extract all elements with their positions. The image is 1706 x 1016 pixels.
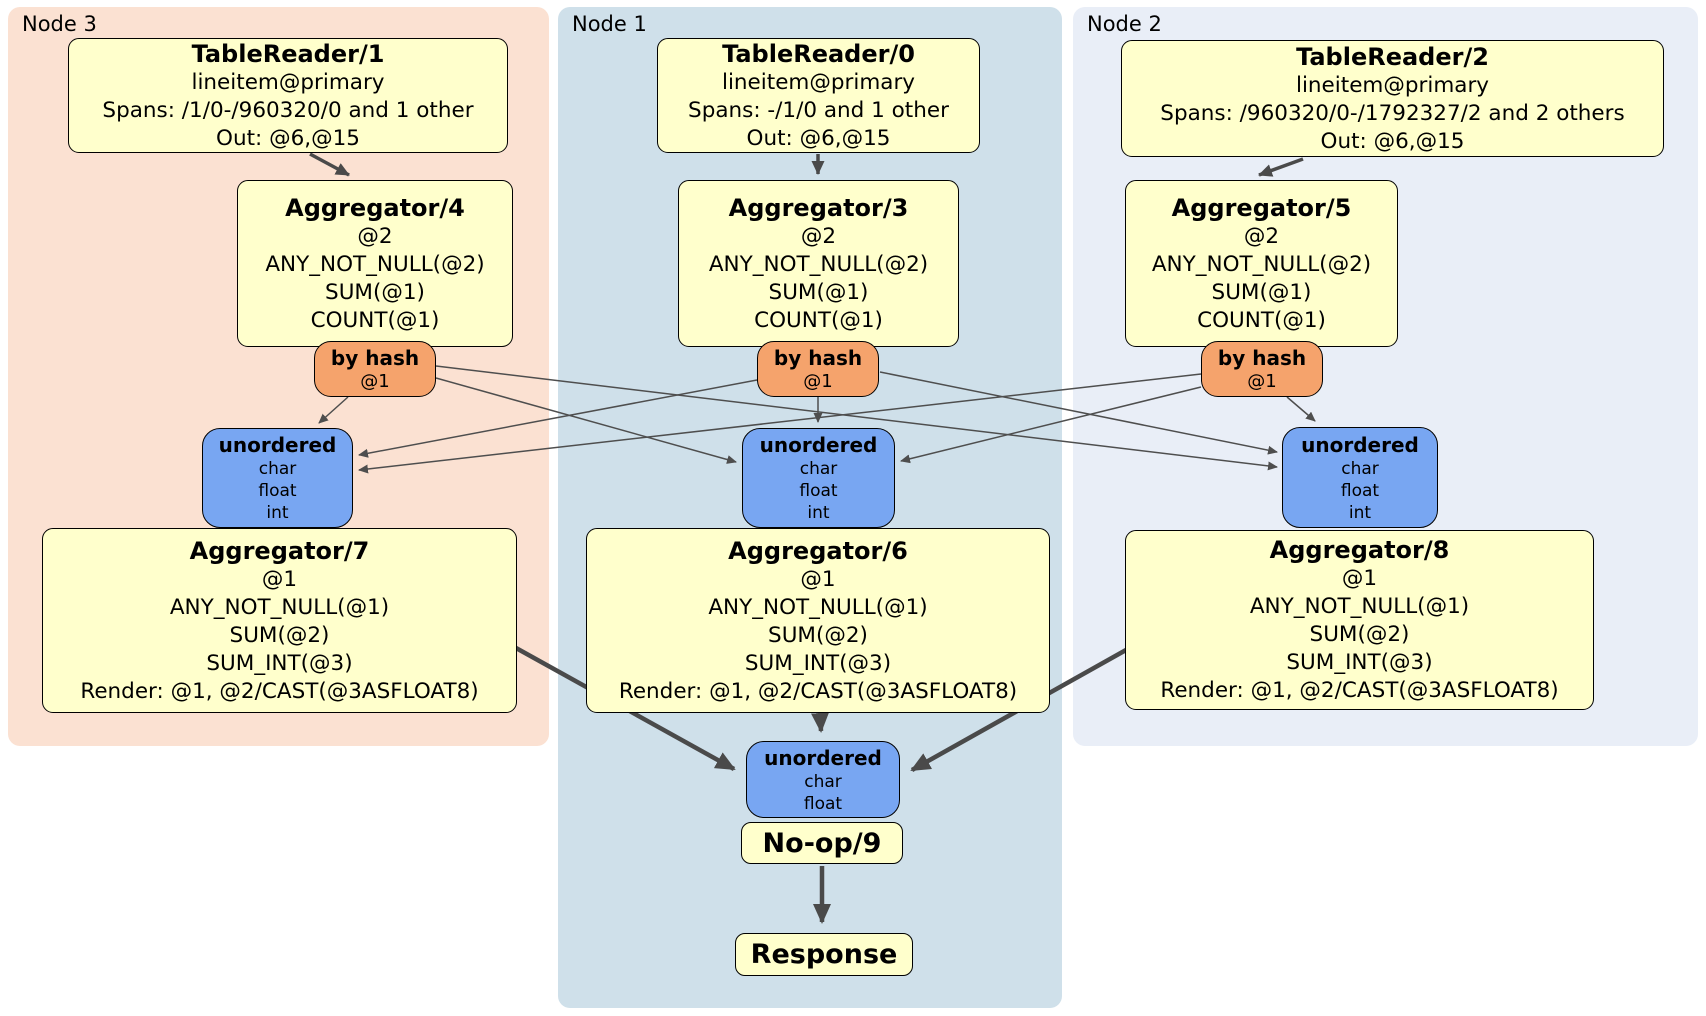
processor-detail: SUM(@1)	[768, 279, 869, 305]
processor-detail: @2	[357, 223, 393, 249]
processor-detail: SUM(@1)	[1211, 279, 1312, 305]
processor-title: Aggregator/5	[1171, 193, 1352, 222]
processor-title: Aggregator/4	[285, 193, 465, 222]
processor-detail: SUM(@1)	[325, 279, 425, 305]
processor-detail: Spans: /1/0-/960320/0 and 1 other	[102, 97, 474, 123]
router-detail: @1	[1247, 370, 1277, 392]
processor-detail: @2	[800, 223, 837, 249]
processor-aggregator-3: Aggregator/3 @2 ANY_NOT_NULL(@2) SUM(@1)…	[678, 180, 959, 347]
processor-detail: Spans: /960320/0-/1792327/2 and 2 others	[1160, 100, 1625, 126]
processor-detail: @1	[800, 566, 836, 592]
processor-title: Aggregator/8	[1269, 536, 1450, 564]
processor-noop-9: No-op/9	[741, 822, 903, 864]
processor-detail: ANY_NOT_NULL(@1)	[1249, 594, 1470, 619]
processor-detail: @2	[1243, 223, 1280, 249]
sync-item: float	[1340, 480, 1380, 501]
processor-tablereader-0: TableReader/0 lineitem@primary Spans: -/…	[657, 38, 980, 153]
sync-item: float	[803, 793, 843, 814]
processor-title: Aggregator/6	[728, 536, 908, 565]
sync-title: unordered	[1301, 432, 1419, 457]
processor-aggregator-5: Aggregator/5 @2 ANY_NOT_NULL(@2) SUM(@1)…	[1125, 180, 1398, 347]
router-title: by hash	[773, 345, 863, 370]
processor-aggregator-4: Aggregator/4 @2 ANY_NOT_NULL(@2) SUM(@1)…	[237, 180, 513, 347]
processor-detail: ANY_NOT_NULL(@2)	[708, 251, 929, 277]
processor-tablereader-1: TableReader/1 lineitem@primary Spans: /1…	[68, 38, 508, 153]
processor-detail: SUM(@2)	[768, 622, 868, 648]
processor-detail: ANY_NOT_NULL(@1)	[169, 594, 390, 620]
region-label-node1: Node 1	[572, 12, 647, 36]
processor-detail: ANY_NOT_NULL(@2)	[265, 251, 485, 277]
sync-unordered-node1: unordered char float int	[742, 428, 895, 528]
processor-tablereader-2: TableReader/2 lineitem@primary Spans: /9…	[1121, 40, 1664, 157]
processor-detail: Render: @1, @2/CAST(@3ASFLOAT8)	[618, 678, 1018, 704]
processor-detail: SUM(@2)	[1309, 622, 1410, 647]
sync-unordered-node3: unordered char float int	[202, 428, 353, 528]
processor-detail: Out: @6,@15	[1320, 128, 1465, 154]
response-node: Response	[735, 933, 913, 976]
processor-detail: lineitem@primary	[721, 69, 916, 95]
processor-title: Aggregator/3	[728, 193, 909, 222]
processor-title: Aggregator/7	[189, 536, 370, 565]
processor-detail: SUM_INT(@3)	[206, 650, 353, 676]
region-label-node2: Node 2	[1087, 12, 1162, 36]
processor-detail: @1	[261, 566, 298, 592]
sync-item: char	[804, 771, 842, 792]
router-by-hash-node3: by hash @1	[314, 341, 436, 397]
processor-detail: Render: @1, @2/CAST(@3ASFLOAT8)	[1160, 678, 1559, 703]
sync-title: unordered	[759, 433, 878, 457]
sync-item: int	[266, 503, 289, 523]
router-title: by hash	[330, 345, 420, 370]
processor-detail: SUM(@2)	[229, 622, 330, 648]
region-label-node3: Node 3	[22, 12, 97, 36]
processor-detail: ANY_NOT_NULL(@2)	[1151, 251, 1372, 277]
processor-detail: Render: @1, @2/CAST(@3ASFLOAT8)	[80, 678, 479, 704]
processor-detail: COUNT(@1)	[754, 307, 883, 333]
sync-title: unordered	[764, 745, 882, 770]
sync-item: float	[799, 481, 838, 501]
processor-title: TableReader/2	[1296, 42, 1489, 71]
router-detail: @1	[803, 370, 833, 392]
processor-aggregator-6: Aggregator/6 @1 ANY_NOT_NULL(@1) SUM(@2)…	[586, 528, 1050, 713]
sync-item: float	[258, 481, 297, 501]
processor-detail: COUNT(@1)	[1197, 307, 1326, 333]
processor-detail: ANY_NOT_NULL(@1)	[708, 594, 928, 620]
processor-title: TableReader/1	[191, 39, 385, 68]
sync-item: char	[258, 459, 297, 479]
processor-detail: Spans: -/1/0 and 1 other	[688, 97, 949, 123]
processor-aggregator-7: Aggregator/7 @1 ANY_NOT_NULL(@1) SUM(@2)…	[42, 528, 517, 713]
sync-unordered-final: unordered char float	[746, 741, 900, 818]
processor-detail: lineitem@primary	[1295, 72, 1490, 98]
processor-detail: Out: @6,@15	[216, 125, 360, 151]
processor-aggregator-8: Aggregator/8 @1 ANY_NOT_NULL(@1) SUM(@2)…	[1125, 530, 1594, 710]
sync-item: int	[1348, 502, 1372, 523]
processor-detail: Out: @6,@15	[746, 125, 891, 151]
router-detail: @1	[360, 370, 390, 392]
processor-detail: SUM_INT(@3)	[744, 650, 892, 676]
sync-title: unordered	[218, 433, 337, 457]
sync-item: char	[799, 459, 838, 479]
processor-title: TableReader/0	[722, 39, 915, 68]
processor-detail: COUNT(@1)	[310, 307, 440, 333]
router-by-hash-node2: by hash @1	[1201, 341, 1323, 397]
processor-detail: @1	[1341, 566, 1378, 591]
processor-detail: SUM_INT(@3)	[1286, 650, 1433, 675]
router-by-hash-node1: by hash @1	[757, 341, 879, 397]
sync-unordered-node2: unordered char float int	[1282, 427, 1438, 528]
sync-item: int	[807, 503, 830, 523]
sync-item: char	[1341, 458, 1379, 479]
router-title: by hash	[1217, 345, 1307, 370]
processor-detail: lineitem@primary	[191, 69, 385, 95]
